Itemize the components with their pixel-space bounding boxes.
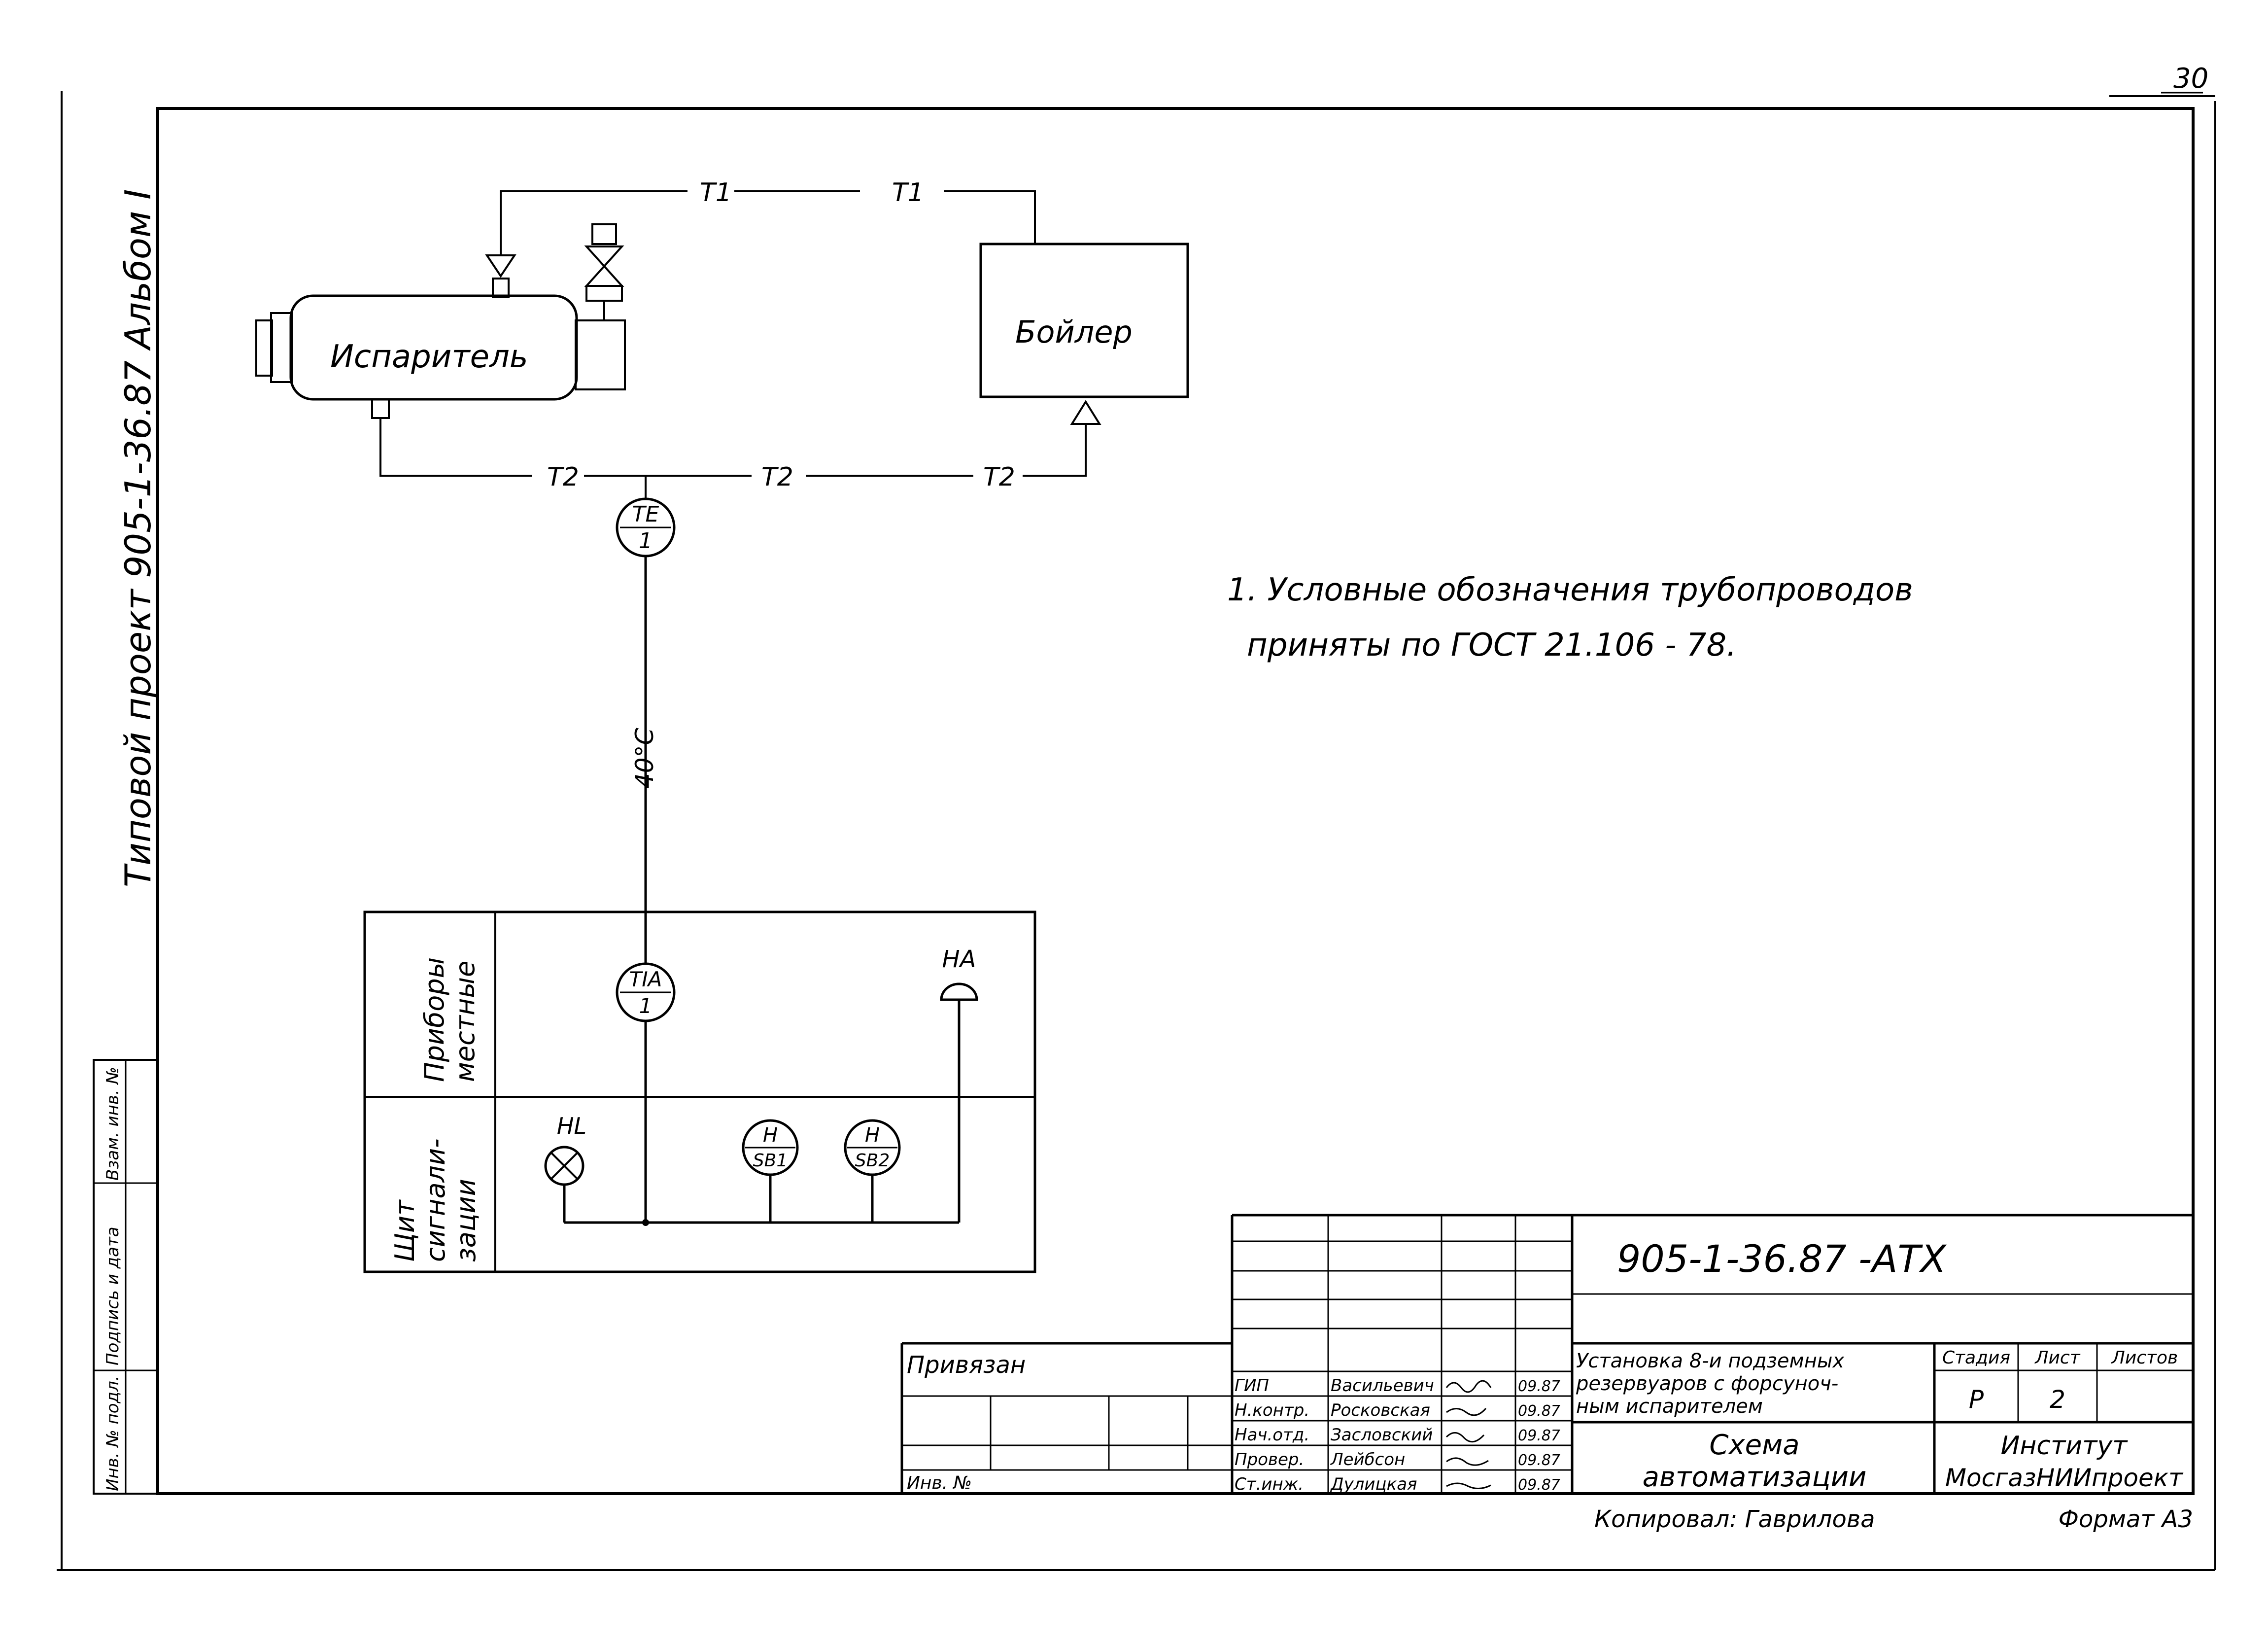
inv-no-label: Инв. № — [907, 1473, 972, 1493]
evaporator-flange-outer — [270, 312, 293, 383]
stamp-replaces-inv: Взам. инв. № — [103, 1067, 123, 1181]
te-1-code: TE — [632, 502, 659, 527]
signer-date: 09.87 — [1518, 1378, 1560, 1395]
signer-role: Н.контр. — [1235, 1400, 1309, 1420]
pipe-t1 — [500, 190, 1036, 255]
pipe-t2-label-2: T2 — [761, 462, 793, 492]
signer-role: Ст.инж. — [1235, 1474, 1304, 1494]
sheets-label: Листов — [2111, 1348, 2178, 1368]
ha-horn-icon — [940, 982, 978, 1001]
evaporator-bottom-nozzle — [371, 398, 390, 419]
t1-check-valve — [485, 254, 516, 278]
note-line-2: приняты по ГОСТ 21.106 - 78. — [1247, 627, 1737, 664]
ha-label: HA — [942, 945, 976, 973]
hl-label: HL — [557, 1113, 586, 1139]
boiler-label: Бойлер — [1015, 314, 1133, 350]
evaporator-flange-cover — [255, 319, 273, 377]
bus-junction — [642, 1219, 649, 1226]
sheet-number: 2 — [2050, 1385, 2065, 1414]
signer-date: 09.87 — [1518, 1402, 1560, 1420]
te-1-num: 1 — [639, 528, 653, 554]
burner-valve — [584, 223, 624, 320]
signer-name: Лейбсон — [1330, 1450, 1405, 1469]
side-label: Типовой проект 905-1-36.87 Альбом I — [117, 189, 159, 887]
org-line-2: МосгазНИИпроект — [1945, 1464, 2184, 1492]
sb2-code: H — [865, 1124, 880, 1147]
signer-date: 09.87 — [1518, 1476, 1560, 1494]
panel-row-local: Приборыместные — [419, 957, 481, 1082]
boiler — [979, 243, 1189, 398]
evaporator: Испаритель — [255, 278, 626, 424]
description-line-2: резервуаров с форсуноч- — [1576, 1372, 1838, 1395]
tia-1-num: 1 — [639, 994, 653, 1018]
sb1-code: H — [763, 1124, 778, 1147]
title-line-2: автоматизации — [1643, 1461, 1867, 1493]
pipe-t1-label-1: T1 — [700, 178, 732, 208]
t2-inlet-arrow — [1070, 400, 1101, 425]
sb2-num: SB2 — [855, 1151, 890, 1171]
org-line-1: Институт — [2001, 1431, 2129, 1461]
signer-role: Провер. — [1235, 1450, 1304, 1469]
panel-table — [363, 910, 1036, 1273]
stamp-inv-no: Инв. № подл. — [103, 1375, 123, 1491]
evaporator-top-nozzle — [492, 278, 510, 298]
privyazan-label: Привязан — [907, 1351, 1026, 1379]
signer-date: 09.87 — [1518, 1427, 1560, 1444]
title-block-grid — [900, 1214, 2193, 1494]
pipe-t2 — [379, 424, 1087, 477]
signer-name: Дулицкая — [1330, 1474, 1417, 1494]
stage-label: Стадия — [1942, 1348, 2010, 1368]
signer-date: 09.87 — [1518, 1452, 1560, 1469]
drawing-frame — [156, 107, 2195, 1495]
signer-role: Нач.отд. — [1235, 1425, 1309, 1445]
signer-name: Росковская — [1331, 1400, 1430, 1420]
pipe-t2-label-3: T2 — [983, 462, 1015, 492]
sb1-num: SB1 — [753, 1151, 788, 1171]
note-line-1: 1. Условные обозначения трубопроводов — [1227, 572, 1913, 608]
signer-role: ГИП — [1235, 1376, 1269, 1396]
doc-code: 905-1-36.87 -АТХ — [1617, 1237, 1947, 1281]
pipe-t2-label-1: T2 — [547, 462, 579, 492]
evaporator-burner-box — [575, 319, 626, 390]
description-line-3: ным испарителем — [1576, 1395, 1763, 1418]
signers: ГИП Васильевич 09.87 Н.контр. Росковская… — [1235, 1376, 1560, 1494]
title-line-1: Схема — [1709, 1429, 1799, 1461]
stage-value: Р — [1969, 1385, 1984, 1414]
signer-name: Засловский — [1331, 1425, 1433, 1445]
copied-by: Копировал: Гаврилова — [1594, 1505, 1875, 1533]
sheet-label: Лист — [2034, 1348, 2080, 1368]
stamp-signature-date: Подпись и дата — [103, 1226, 123, 1365]
setpoint-label: 40°C — [630, 728, 659, 789]
paper-format: Формат А3 — [2059, 1505, 2193, 1533]
signature-scribbles — [1445, 1380, 1492, 1489]
pipe-t1-label-2: T1 — [892, 178, 924, 208]
tia-1-code: TIA — [629, 967, 662, 991]
evaporator-label: Испаритель — [330, 339, 528, 375]
page-number: 30 — [2173, 63, 2208, 95]
stamp-column: Инв. № подл. Подпись и дата Взам. инв. № — [93, 1059, 159, 1495]
panel-row-signal: Щитсигнали-зации — [389, 1138, 481, 1262]
description-line-1: Установка 8-и подземных — [1576, 1350, 1844, 1372]
signer-name: Васильевич — [1331, 1376, 1434, 1396]
